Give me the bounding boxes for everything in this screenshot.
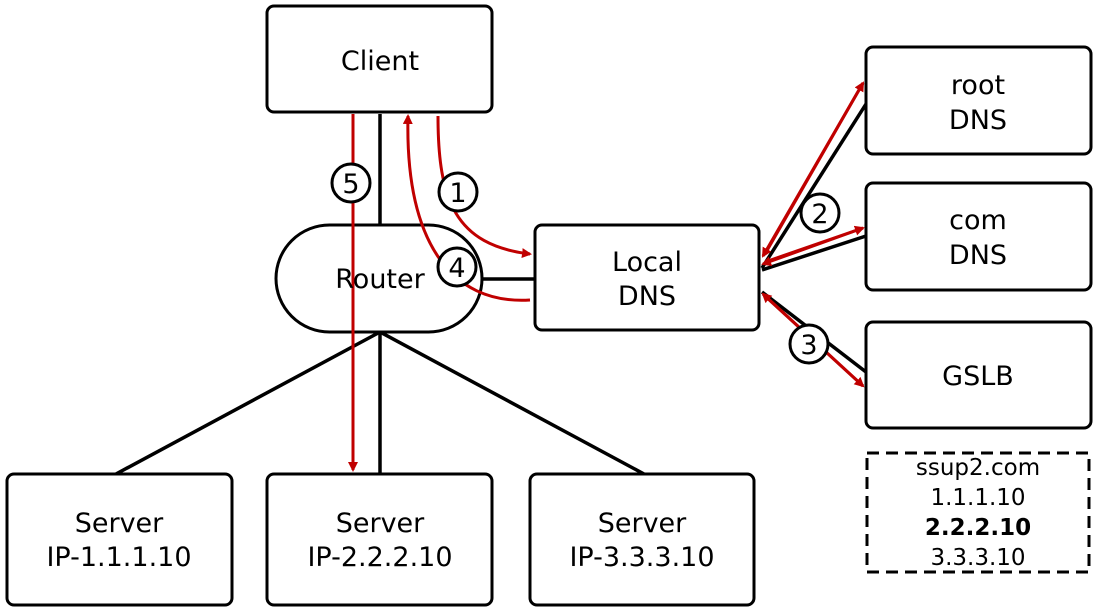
gslb-box (864, 320, 1093, 430)
step-3-circle (788, 323, 830, 365)
step-5-circle (330, 162, 372, 204)
com-dns-label-line2: DNS (949, 240, 1007, 271)
step-1-number: 1 (449, 178, 466, 209)
server-1-label: Server (75, 508, 164, 539)
step-marker-4: 4 (436, 246, 478, 288)
step-marker-3: 3 (788, 323, 830, 365)
step-4-number: 4 (448, 253, 465, 284)
server-1-box (5, 472, 234, 607)
server-3-label: Server (598, 508, 687, 539)
router-server1-link (115, 330, 381, 476)
localdns-rootdns-link (760, 103, 868, 269)
step-marker-2: 2 (799, 192, 841, 234)
step-2-circle (799, 192, 841, 234)
server-2-box (265, 472, 494, 607)
gslb-table-entry-2: 2.2.2.10 (925, 515, 1031, 541)
local-dns-label-line2: DNS (618, 281, 676, 312)
flow-arrow-step4 (402, 114, 531, 302)
localdns-comdns-link (761, 234, 867, 272)
client-label: Client (341, 46, 419, 77)
com-dns-label-line1: com (949, 205, 1007, 236)
server-2-label: Server (336, 508, 425, 539)
gslb-table-domain: ssup2.com (916, 455, 1040, 481)
flow-arrow-root-back (761, 82, 865, 258)
step-marker-1: 1 (437, 171, 479, 213)
router-label: Router (335, 264, 425, 295)
flow-arrow-com-back (761, 226, 864, 266)
root-dns-label-line1: root (951, 70, 1005, 101)
gslb-label: GSLB (942, 361, 1014, 392)
step-2-number: 2 (811, 199, 828, 230)
root-dns-label-line2: DNS (949, 105, 1007, 136)
gslb-table-entry-1: 1.1.1.10 (930, 485, 1025, 511)
flow-arrow-step1 (436, 115, 532, 259)
router-server3-link (379, 330, 645, 476)
step-4-circle (436, 246, 478, 288)
server-3-box (528, 472, 756, 607)
step-5-number: 5 (342, 169, 359, 200)
connection-lines (115, 103, 868, 476)
step-marker-5: 5 (330, 162, 372, 204)
server-1-ip: IP-1.1.1.10 (46, 542, 191, 573)
client-box (265, 4, 494, 114)
gslb-table-box (865, 451, 1091, 574)
local-dns-label-line1: Local (612, 247, 682, 278)
local-dns-box (533, 223, 761, 332)
server-3-ip: IP-3.3.3.10 (569, 542, 714, 573)
com-dns-box (864, 181, 1093, 292)
step-3-number: 3 (800, 330, 817, 361)
server-2-ip: IP-2.2.2.10 (307, 542, 452, 573)
router-box (274, 223, 484, 334)
gslb-table-entry-3: 3.3.3.10 (930, 545, 1025, 571)
step-1-circle (437, 171, 479, 213)
root-dns-box (864, 45, 1093, 156)
